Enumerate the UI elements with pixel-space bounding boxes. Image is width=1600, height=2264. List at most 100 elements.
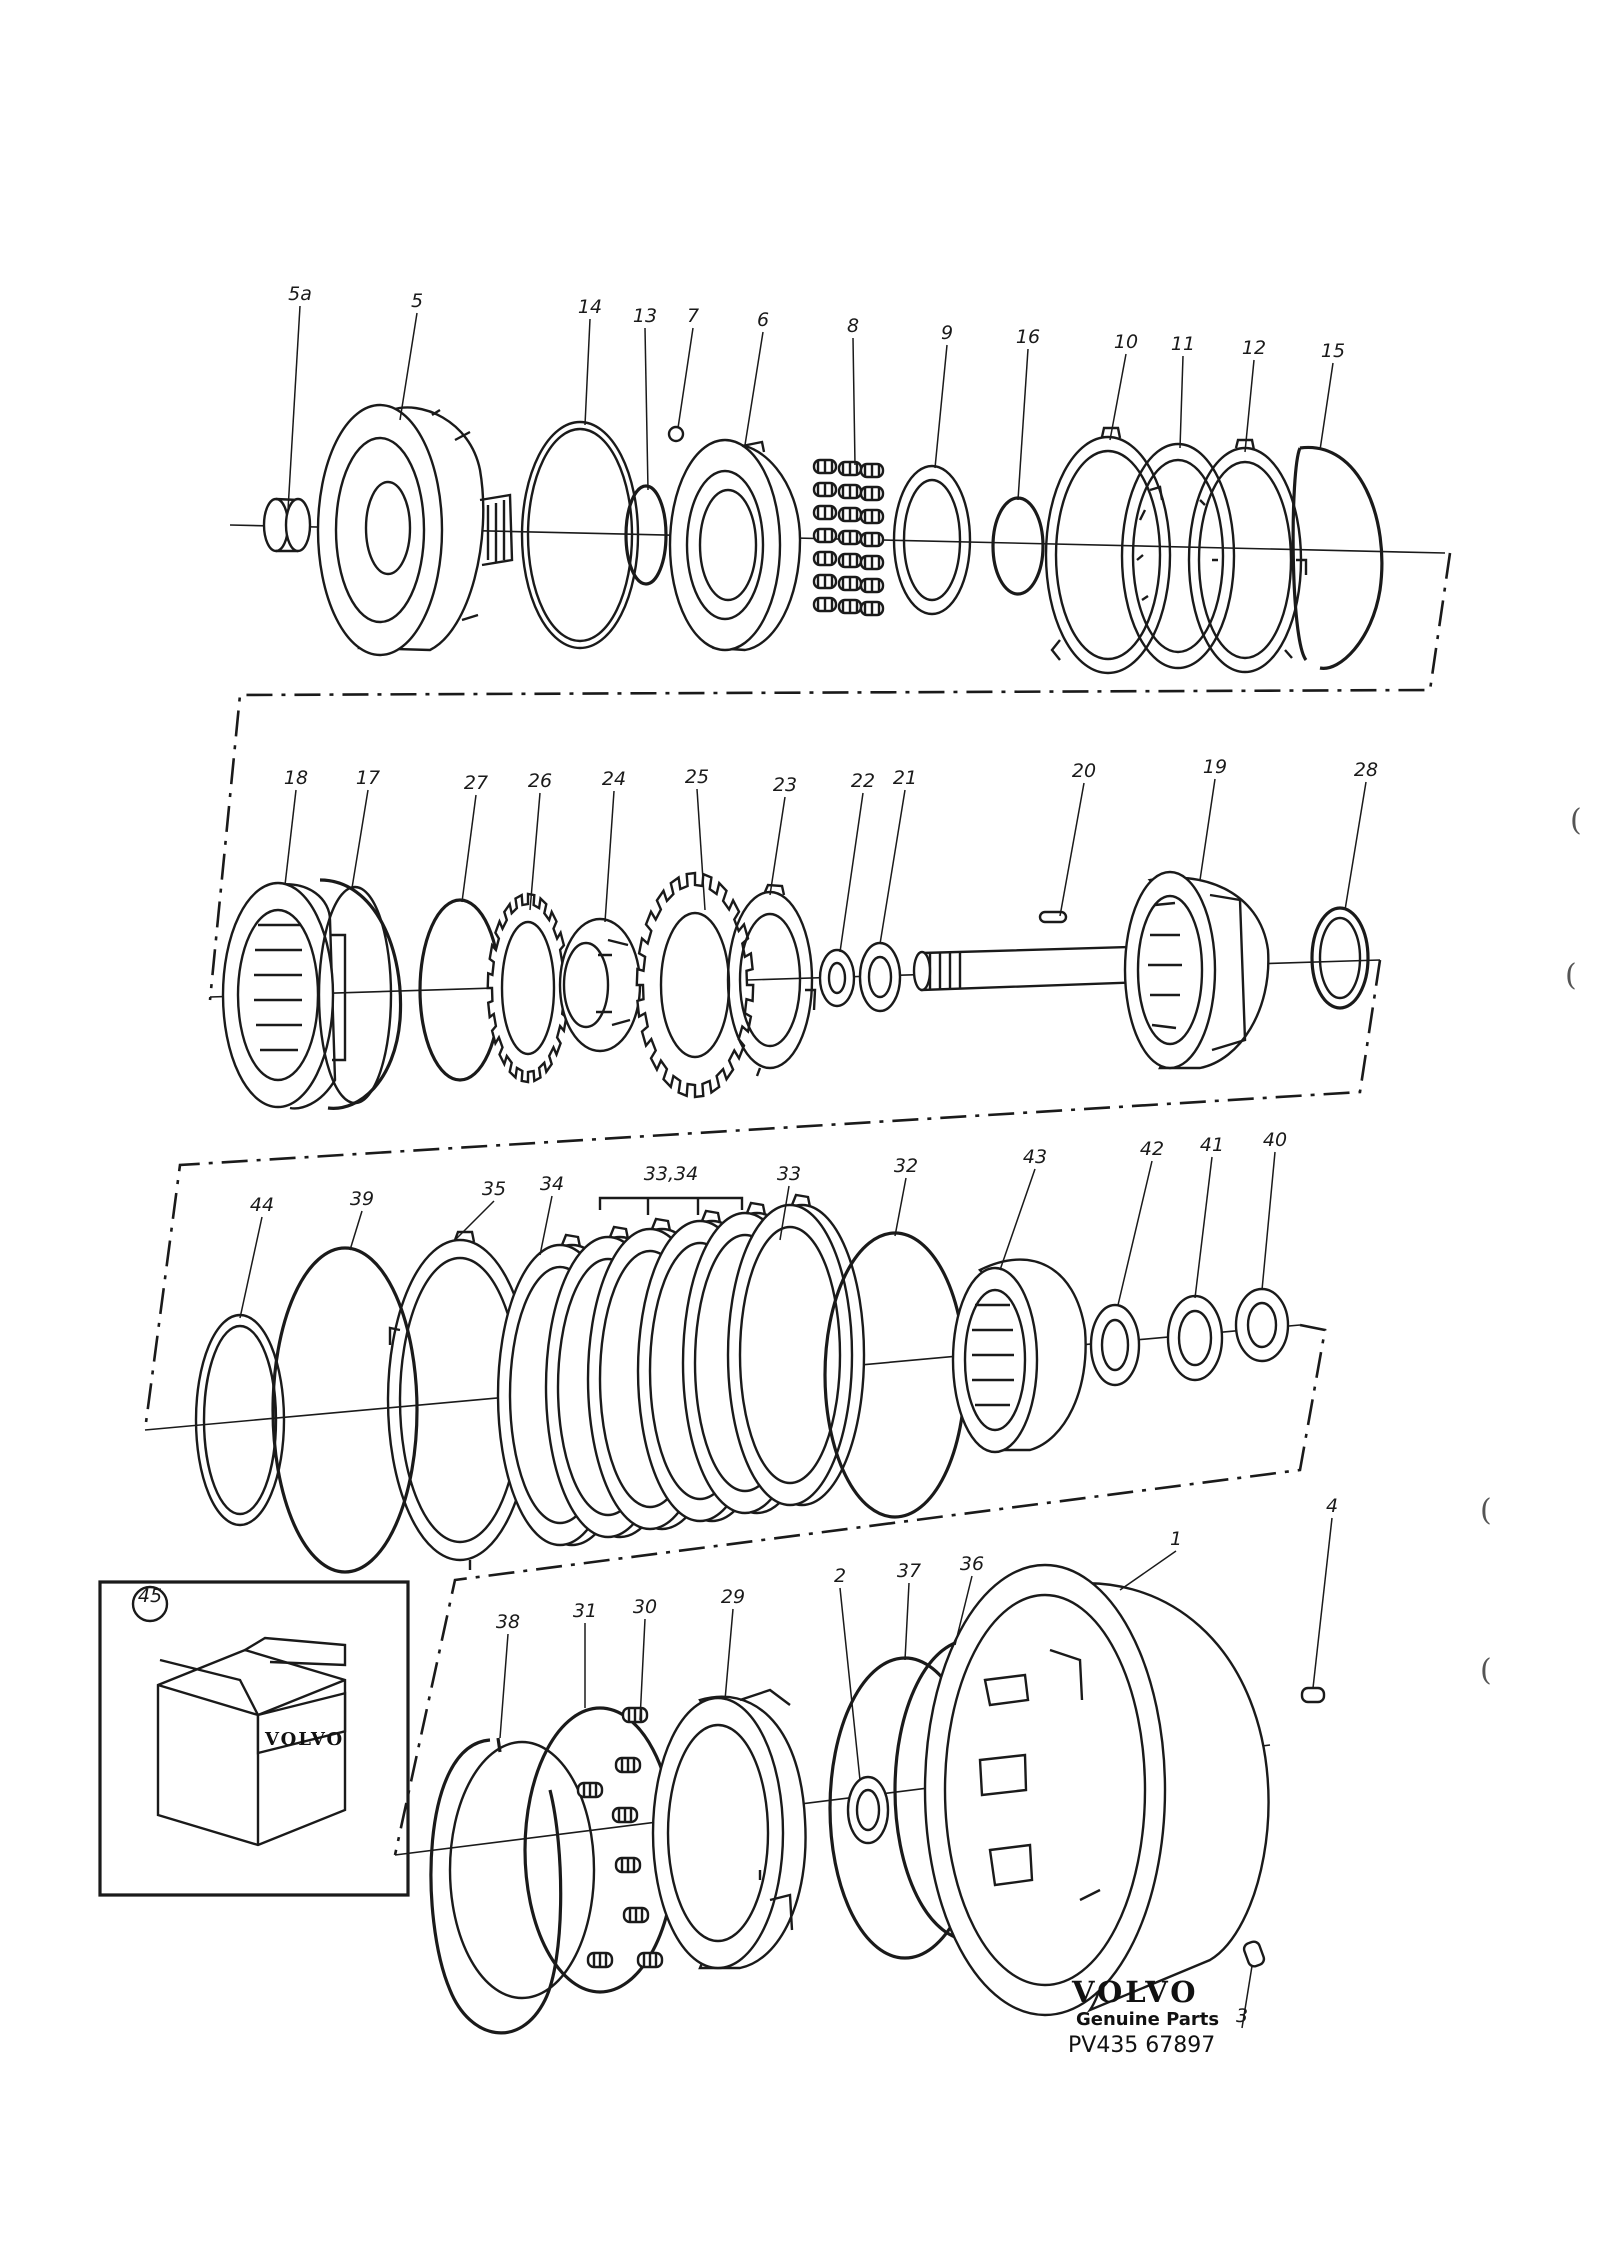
frame-row3-row4 [393,1323,1327,1856]
leader-line [399,312,418,421]
leader-line [1119,1550,1177,1591]
part-8-springs [812,458,885,617]
clutch-disc-face [726,1203,854,1507]
part-28-ring [1310,906,1370,1010]
part-26-toothed-plate [486,892,570,1084]
spring-coil-detail [841,600,859,613]
callout-9: 9 [941,322,953,344]
callout-36: 36 [960,1553,984,1575]
row-4-parts [394,1563,1326,2035]
callout-29: 29 [721,1586,745,1608]
clutch-disc-tab [790,1193,812,1208]
spring-coil-detail [816,483,834,496]
part-42-washer [1089,1303,1141,1387]
callout-17: 17 [356,767,380,789]
callout-40: 40 [1263,1129,1287,1151]
leader-line [934,344,948,469]
leader-line [584,318,591,426]
callout-18: 18 [284,767,308,789]
callout-23: 23 [773,774,797,796]
spring-coil-detail [816,529,834,542]
spring-coil-detail [841,485,859,498]
part-20-pin [1038,910,1068,924]
leader-line [839,1587,861,1781]
callout-6: 6 [757,309,769,331]
spring-coil-detail [816,506,834,519]
leader-line [724,1608,734,1701]
leader-line [1117,1160,1153,1306]
callout-28: 28 [1354,759,1378,781]
callout-24: 24 [602,768,626,790]
leader-line [239,1216,263,1319]
callout-11: 11 [1171,333,1195,355]
part-10-plate [1044,426,1172,675]
spring-coil-detail [863,579,881,592]
leader-line [894,1177,907,1237]
leader-line [744,331,764,446]
callout-16: 16 [1016,326,1040,348]
callout-32: 32 [894,1155,918,1177]
part-3-plug [1242,1940,1266,1968]
brand-block: VOLVO Genuine Parts PV435 67897 [1068,1975,1219,2058]
leader-line [1241,1965,1253,2029]
callout-2: 2 [834,1565,846,1587]
callout-30: 30 [633,1596,657,1618]
callout-22: 22 [851,770,875,792]
spring-coil-detail [816,598,834,611]
frame-row2-row3 [143,959,1382,1431]
part-40-washer [1234,1287,1290,1363]
leader-line [839,792,864,953]
brand-subtitle: Genuine Parts [1076,2009,1219,2030]
spring-coil-detail [863,510,881,523]
gear-teeth [635,871,755,1099]
callout-19: 19 [1203,756,1227,778]
spring-coil-detail [863,533,881,546]
callout-14: 14 [578,296,602,318]
frame-row1-row2 [208,552,1452,1001]
margin-mark-3: ( [1480,1493,1492,1528]
part-1-housing [923,1563,1270,2017]
callout-45: 45 [138,1585,162,1607]
leader-line [1344,781,1367,911]
callout-5: 5 [411,290,423,312]
callout-39: 39 [350,1188,374,1210]
leader-line [539,1195,553,1256]
callout-4: 4 [1326,1495,1338,1517]
leader-line [779,1185,790,1241]
callout-20: 20 [1072,760,1096,782]
callout-42: 42 [1140,1138,1164,1160]
part-11-plate [1120,442,1236,670]
leader-line [999,1168,1036,1271]
leader-line [499,1633,509,1739]
callout-31: 31 [573,1600,597,1622]
part-43-hub [951,1258,1087,1454]
leader-line [454,1200,495,1241]
callout-5a: 5a [288,283,312,305]
spring-coil-detail [816,575,834,588]
bracket-33-34 [598,1196,744,1215]
callout-7: 7 [687,305,699,327]
leader-line [1059,782,1085,917]
part-6-piston [668,438,802,652]
part-7-ball [667,425,685,443]
row-3-parts [144,1193,1301,1574]
leader-line [1179,355,1184,449]
clutch-disc-tab [745,1201,767,1216]
spring-coil-detail [642,1953,658,1967]
part-4-plug [1300,1686,1326,1704]
part-16-ring [991,496,1045,596]
callout-12: 12 [1242,337,1266,359]
leader-line [696,788,706,911]
spring-coil-detail [863,602,881,615]
part-9-ring [892,464,972,616]
leader-line [1319,362,1334,451]
callout-27: 27 [464,772,488,794]
spring-coil-detail [620,1758,636,1772]
callout-41: 41 [1200,1134,1224,1156]
callout-44: 44 [250,1194,274,1216]
margin-mark-2: ( [1565,958,1577,993]
part-39-ring [271,1246,419,1574]
spring-coil-detail [841,531,859,544]
clutch-disc-tab [700,1209,722,1224]
leader-line [769,796,786,896]
